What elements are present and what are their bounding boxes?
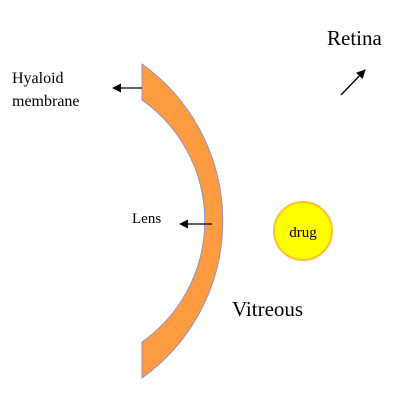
retina-arrow-icon bbox=[341, 70, 365, 95]
lens-label: Lens bbox=[132, 211, 161, 227]
hyaloid-label-line1: Hyaloid bbox=[12, 70, 64, 87]
drug-label: drug bbox=[289, 225, 317, 241]
retina-label: Retina bbox=[327, 26, 382, 50]
vitreous-label: Vitreous bbox=[232, 297, 303, 321]
hyaloid-label-line2: membrane bbox=[12, 93, 80, 110]
